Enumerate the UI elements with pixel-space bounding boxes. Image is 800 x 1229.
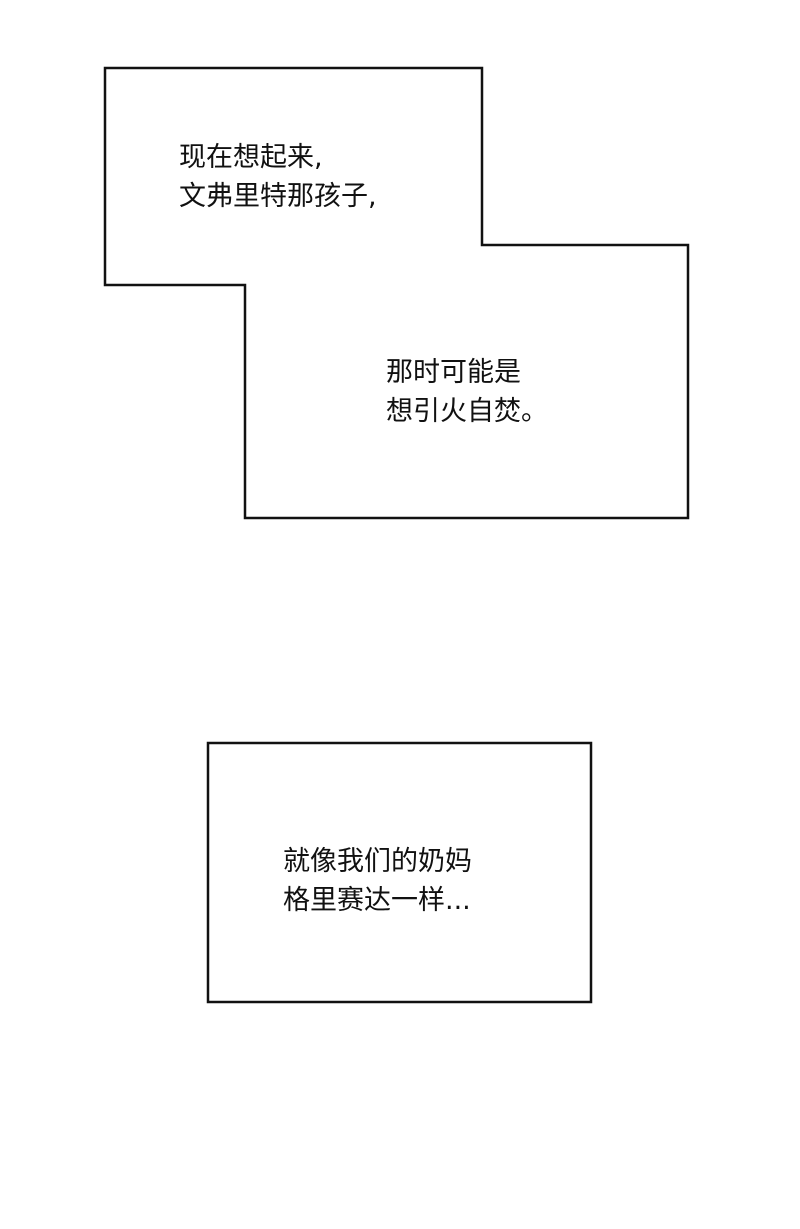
caption-box-bottom [206, 741, 593, 1004]
caption-1-line-2: 文弗里特那孩子, [179, 181, 377, 212]
caption-2-line-1: 那时可能是 [386, 357, 521, 388]
caption-1: 现在想起来, 文弗里特那孩子, [179, 138, 377, 216]
caption-3-line-1: 就像我们的奶妈 [283, 846, 472, 877]
caption-2: 那时可能是 想引火自焚。 [386, 353, 548, 431]
caption-3-line-2: 格里赛达一样... [283, 885, 471, 916]
caption-2-line-2: 想引火自焚。 [386, 396, 548, 427]
caption-3: 就像我们的奶妈 格里赛达一样... [283, 842, 472, 920]
caption-1-line-1: 现在想起来, [179, 142, 323, 173]
caption-box-stepped [103, 66, 690, 520]
